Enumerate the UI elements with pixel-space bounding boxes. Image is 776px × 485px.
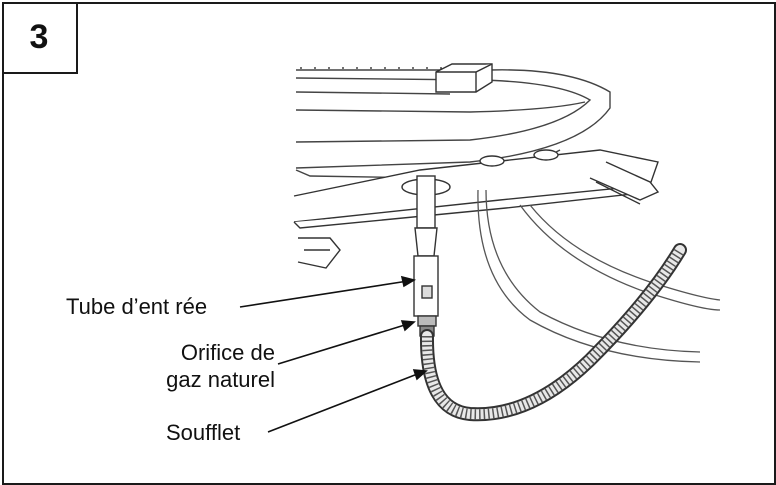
burner-pan xyxy=(295,67,611,179)
top-block xyxy=(435,63,493,93)
step-number-box: 3 xyxy=(2,2,78,74)
mounting-plate xyxy=(293,149,659,229)
background-lines xyxy=(477,189,721,363)
label-inlet-tube: Tube d’ent rée xyxy=(66,294,207,319)
bellows-hose xyxy=(419,243,687,422)
leader-lines xyxy=(239,275,428,433)
left-bracket xyxy=(297,237,341,269)
step-number: 3 xyxy=(29,17,49,56)
label-orifice-line1: Orifice de xyxy=(181,340,275,365)
label-orifice-line2: gaz naturel xyxy=(166,367,275,392)
label-bellows: Soufflet xyxy=(166,420,240,445)
right-bracket xyxy=(589,161,660,205)
inlet-tube-assembly xyxy=(413,175,439,337)
